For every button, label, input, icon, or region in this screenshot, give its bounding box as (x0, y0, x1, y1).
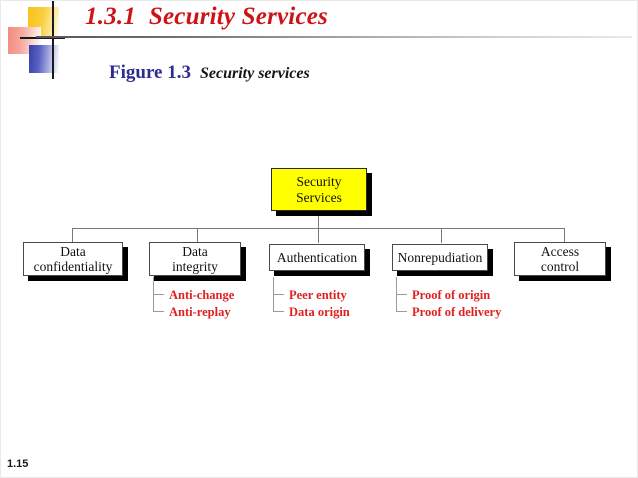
connector-drop-4 (441, 228, 442, 243)
subitem-proof-of-delivery: Proof of delivery (412, 305, 502, 319)
node-label: Access control (540, 243, 580, 275)
bracket-tick-authentication-1 (273, 294, 284, 295)
bracket-tick-data-integrity-1 (153, 294, 164, 295)
connector-drop-1 (72, 228, 73, 243)
diagram-node-security-services[interactable]: Security Services (271, 168, 367, 211)
diagram-node-data-integrity[interactable]: Data integrity (149, 242, 241, 276)
subitem-proof-of-origin: Proof of origin (412, 288, 491, 302)
node-label: Security Services (296, 174, 342, 205)
bracket-tick-data-integrity-2 (153, 311, 164, 312)
diagram-node-authentication[interactable]: Authentication (269, 244, 365, 271)
title-divider (36, 36, 632, 38)
figure-caption: Figure 1.3 Security services (93, 44, 310, 102)
node-label: Nonrepudiation (397, 249, 483, 265)
bracket-tick-nonrepudiation-1 (396, 294, 407, 295)
figure-number: Figure 1.3 (109, 62, 191, 83)
connector-drop-2 (197, 228, 198, 243)
subitem-anti-replay: Anti-replay (169, 305, 231, 319)
figure-title: Security services (199, 65, 310, 82)
node-label: Data confidentiality (33, 243, 113, 275)
subitem-data-origin: Data origin (289, 305, 350, 319)
diagram-node-access-control[interactable]: Access control (514, 242, 606, 276)
connector-drop-3 (318, 228, 319, 243)
bracket-tick-nonrepudiation-2 (396, 311, 407, 312)
page-number: 1.15 (7, 458, 29, 470)
subitem-anti-change: Anti-change (169, 288, 235, 302)
page-title: 1.3.1 Security Services (85, 3, 328, 30)
subitem-peer-entity: Peer entity (289, 288, 347, 302)
node-label: Authentication (276, 249, 358, 265)
connector-drop-5 (564, 228, 565, 243)
bracket-tick-authentication-2 (273, 311, 284, 312)
logo-blue-square (29, 45, 59, 73)
diagram-node-nonrepudiation[interactable]: Nonrepudiation (392, 244, 488, 271)
logo-vertical-line (52, 1, 54, 79)
node-label: Data integrity (172, 243, 218, 275)
diagram-node-data-confidentiality[interactable]: Data confidentiality (23, 242, 123, 276)
connector-root-trunk (318, 211, 319, 228)
logo-horizontal-line (20, 37, 65, 39)
